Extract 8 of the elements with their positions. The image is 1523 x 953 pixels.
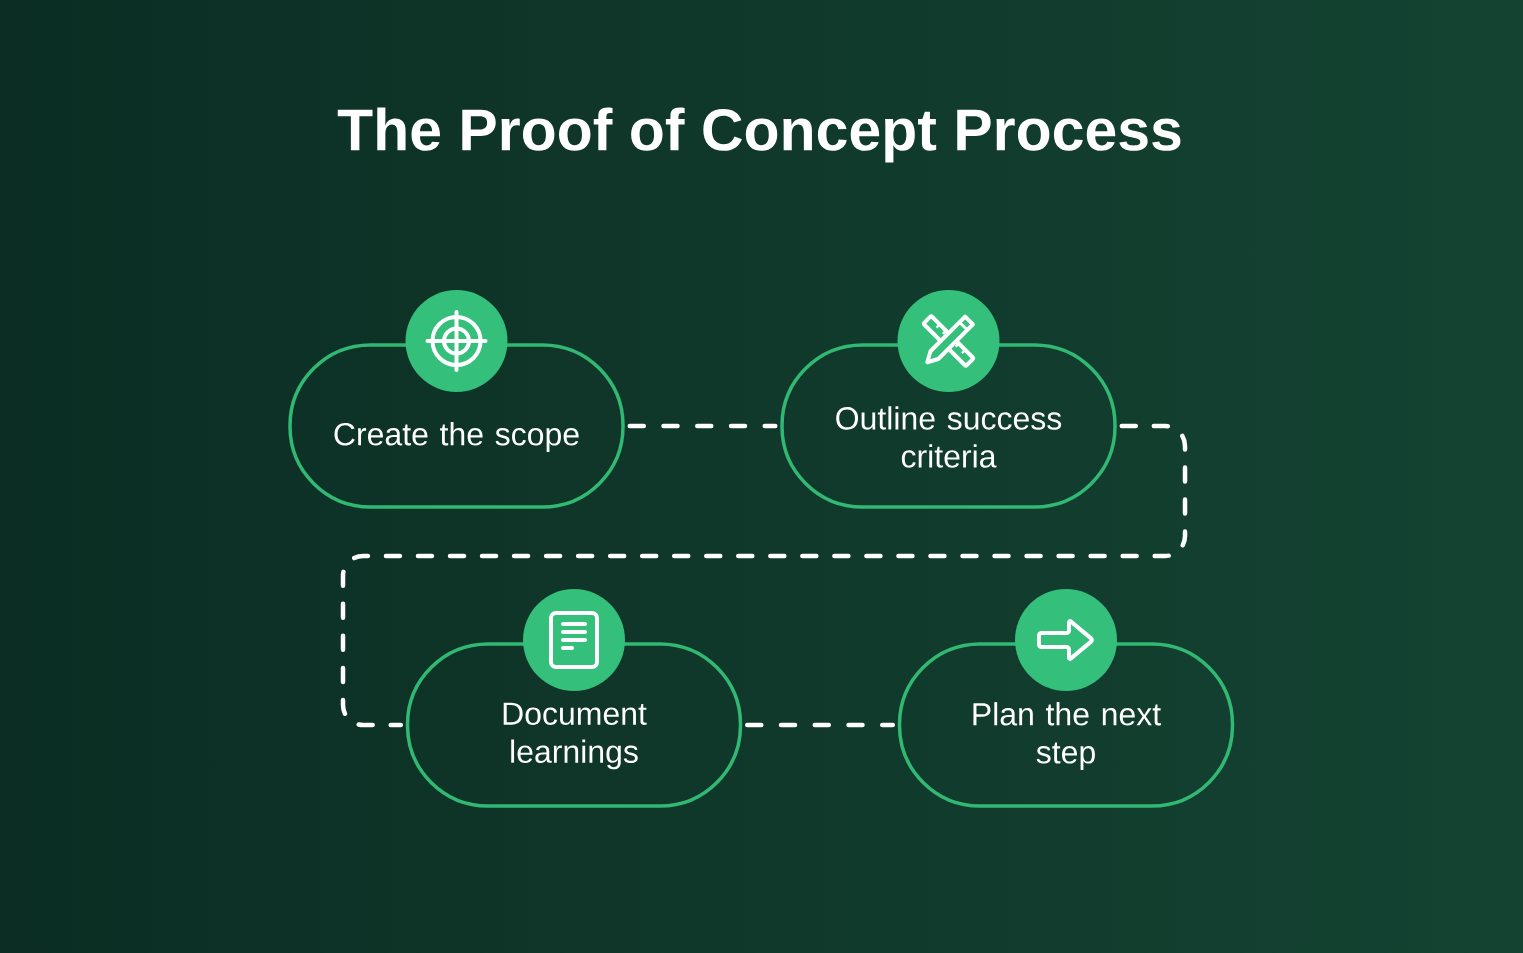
rounded-box: Create the scope (288, 343, 625, 509)
rounded-box: Document learnings (405, 642, 743, 808)
connector-line (745, 722, 895, 728)
connector-line (340, 423, 1188, 728)
rounded-box: Plan the next step (897, 642, 1235, 808)
connector-line (627, 423, 778, 429)
title: The Proof of Concept Process (337, 107, 1181, 163)
rounded-box: Outline success criteria (780, 343, 1117, 509)
